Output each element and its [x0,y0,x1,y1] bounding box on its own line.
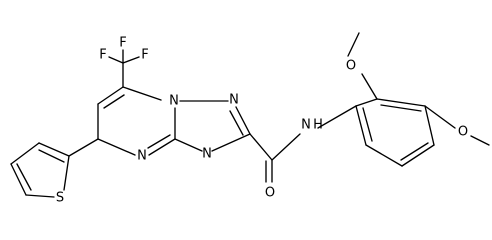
atom-oxygen-carbonyl: O [265,186,275,201]
bond-n1-c2 [235,106,251,135]
bond-c2-n3 [211,133,251,152]
bond-c6-c7-double [103,94,125,109]
bond-th4-th5 [10,163,27,196]
bond-ar4-ar5-double [400,142,429,161]
bond-n4-c5 [97,138,136,156]
thiophene-ring [10,138,99,198]
molecule-structure-drawing: F F F N N N N O N H O O S [10,32,490,206]
atom-sulfur-thiophene: S [56,191,64,206]
bond-ar3-ar4 [424,105,435,146]
trifluoromethyl-group [108,49,140,88]
atom-nitrogen-amide: N [301,118,311,133]
bond-c8a-n4 [148,138,176,156]
atom-hydrogen-amide: H [313,118,323,133]
atom-fluorine-top: F [119,36,126,51]
bond-nh-aryl [317,105,357,129]
bond-o-top-methyl [347,32,360,57]
bond-ar2-o-top [361,73,378,100]
carboxamide-group [249,105,357,183]
bond-th2-th3-double [38,149,65,163]
bond-th5-s [25,194,55,198]
triazole-ring [174,100,251,152]
bond-th3-th4 [10,142,40,165]
atom-nitrogen-triazole-top: N [229,93,239,108]
bond-n3-c8a [174,138,203,152]
bond-c2-carbonyl [249,133,273,161]
bond-th2-th3 [38,142,70,157]
bond-c5-thienyl [68,138,99,157]
atom-nitrogen-pyrimidine: N [137,149,147,164]
bond-ar1-ar2 [355,98,378,107]
atom-oxygen-methoxy-top: O [346,59,356,74]
bond-ar6-ar1-double [362,107,373,142]
bond-cf3-f2 [108,56,124,64]
dimethoxyphenyl-ring [355,98,435,167]
bond-ar4-ar5 [401,144,435,167]
bond-cf3-f3 [122,56,140,64]
atom-fluorine-right: F [141,48,148,63]
bond-c7-n8 [122,86,162,101]
atom-nitrogen-triazole-bottom: N [202,147,212,162]
methoxy-groups [347,32,490,146]
bond-ar3-o-right [424,105,456,129]
atom-nitrogen-bridgehead: N [169,94,179,109]
pyrimidine-ring [97,86,176,156]
atom-fluorine-left: F [99,48,106,63]
bond-o-right-methyl [470,135,490,146]
bond-s-th2 [63,155,70,191]
bond-carbonyl-nh [271,133,301,161]
bond-ar2-ar3 [376,98,426,107]
bond-c8a-n4-double [147,134,171,149]
bond-ar6-ar1 [355,105,367,146]
bond-c6-c7 [97,86,124,105]
bond-th4-th5-double [16,163,32,191]
bond-ar2-ar3-double [380,104,422,112]
bond-n1-c2-double [229,110,244,136]
atom-oxygen-methoxy-right: O [458,125,468,140]
bond-ar5-ar6 [365,144,403,167]
